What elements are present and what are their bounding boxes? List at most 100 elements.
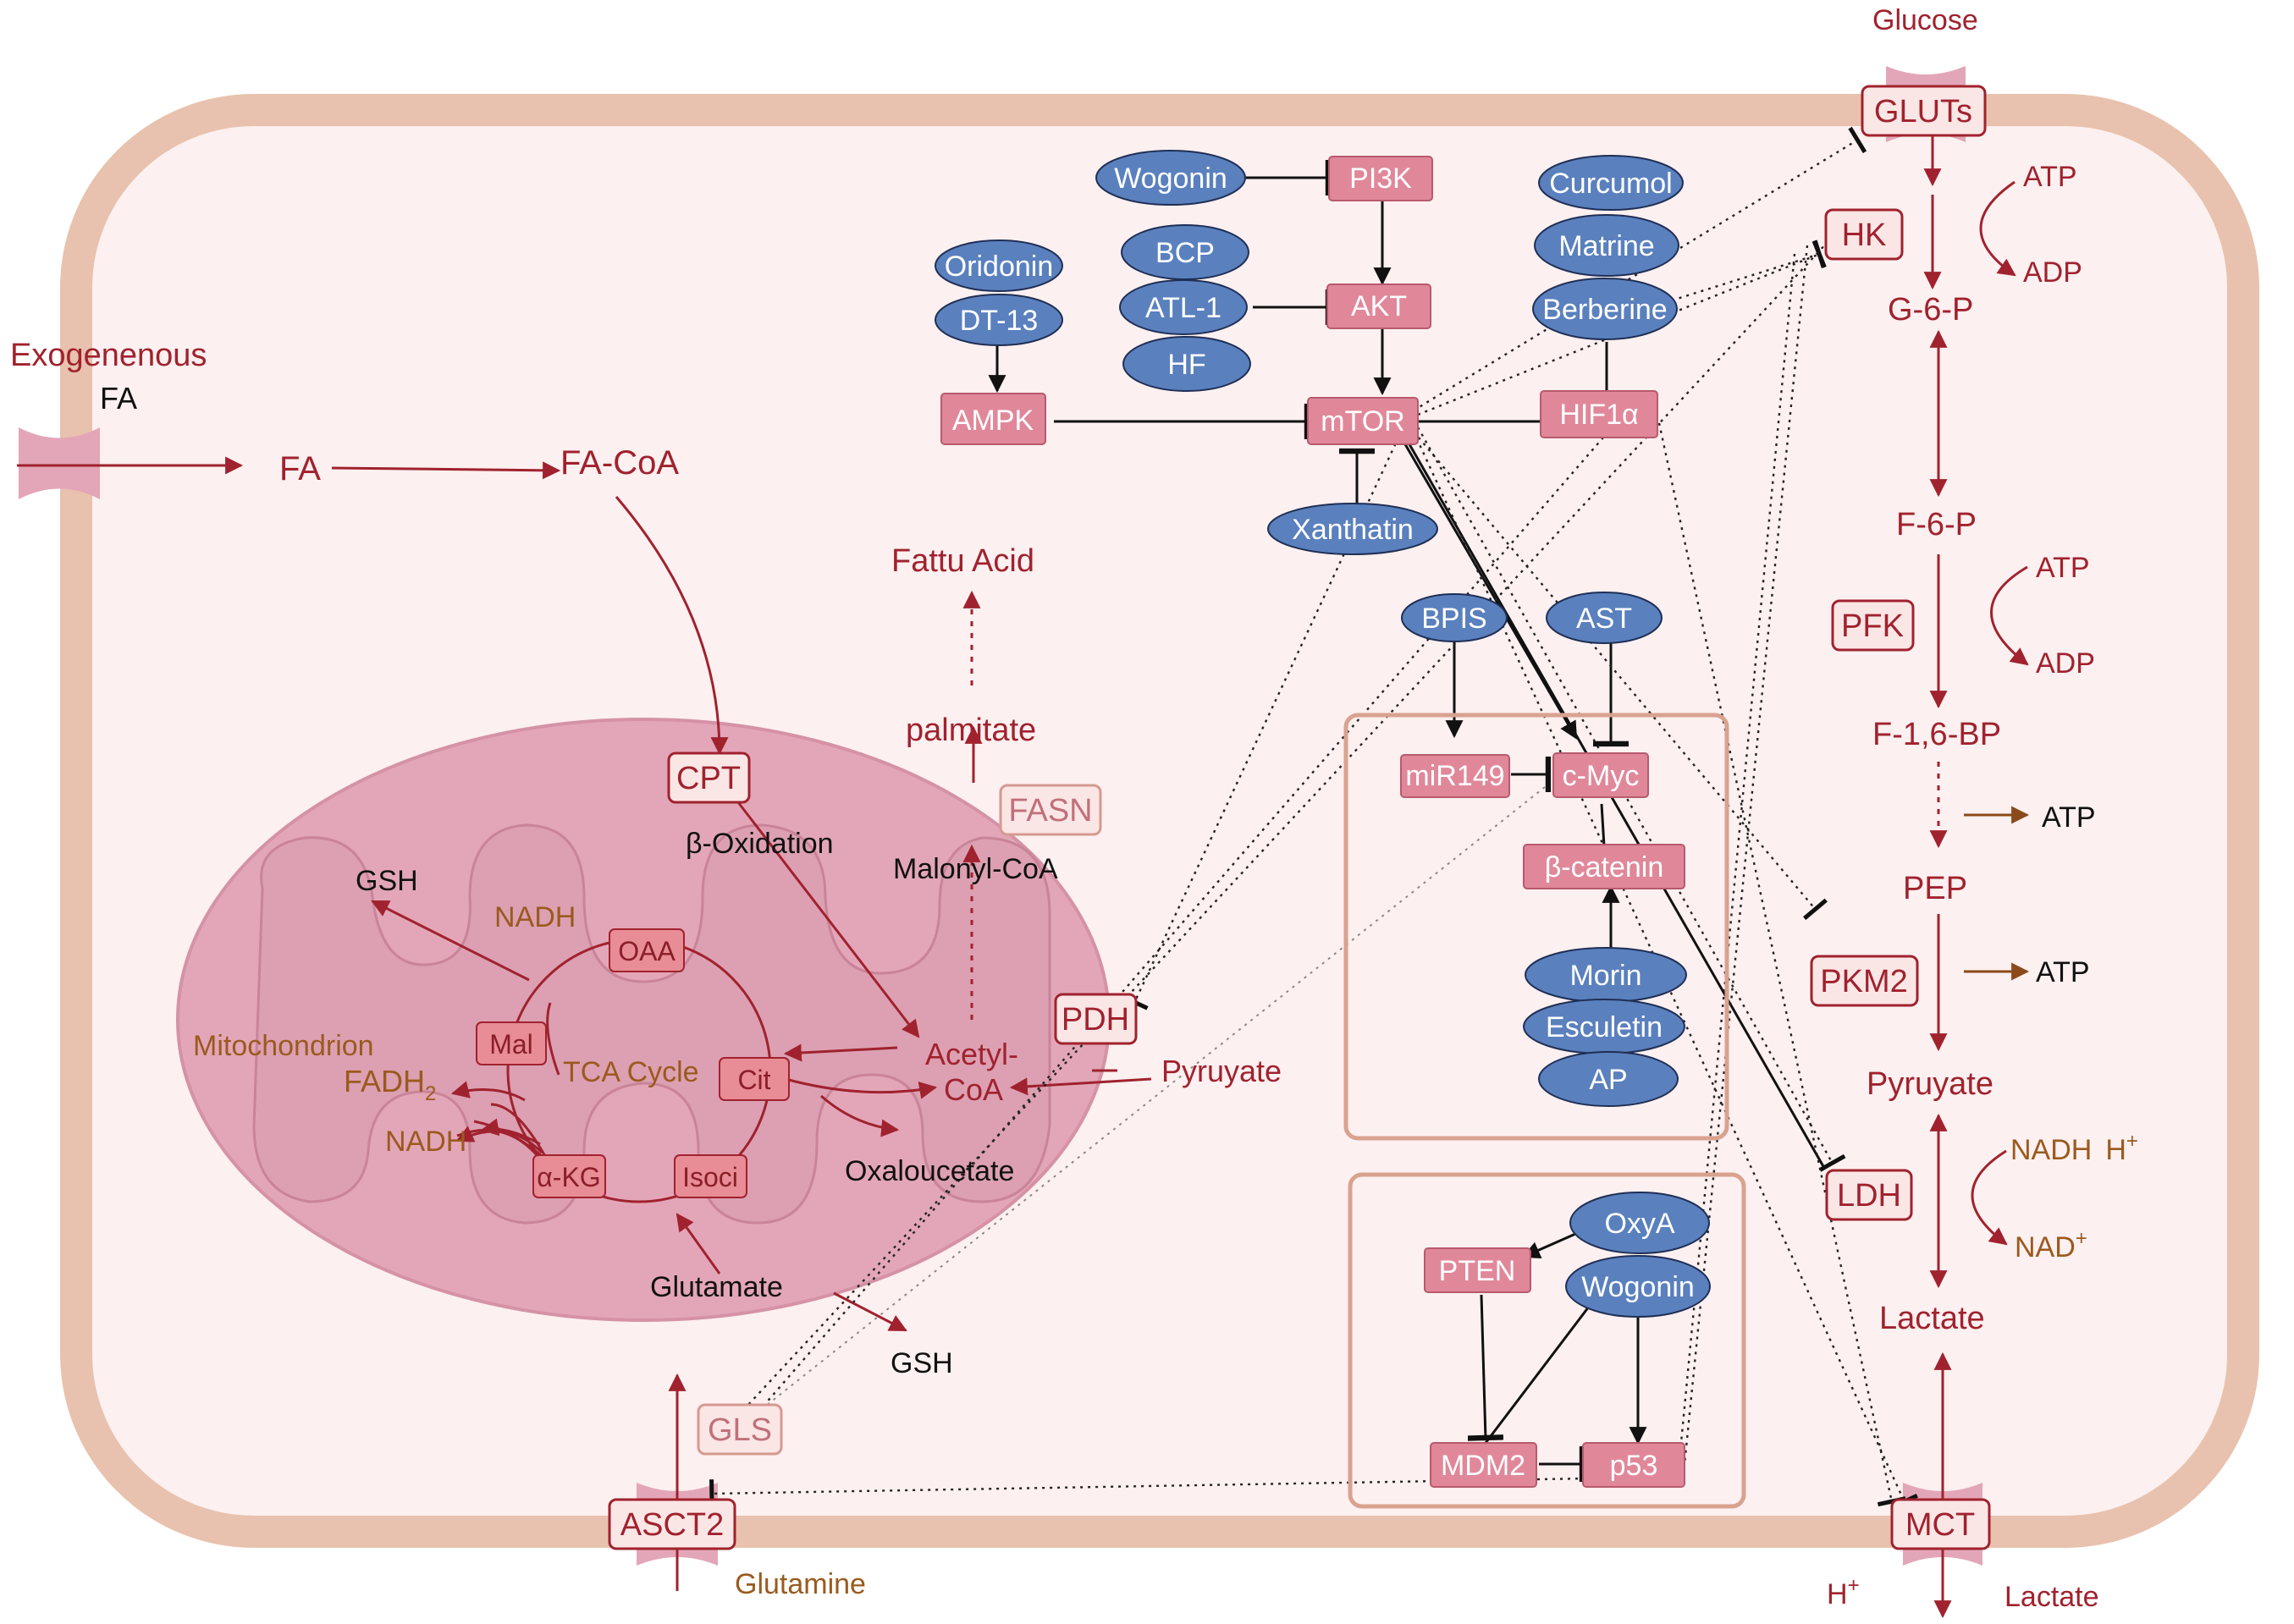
atp3-label: ATP xyxy=(2042,801,2096,834)
svg-text:LDH: LDH xyxy=(1837,1178,1901,1214)
svg-text:Oridonin: Oridonin xyxy=(945,250,1054,283)
curcumol-node: Curcumol xyxy=(1538,155,1684,211)
bpis-node: BPIS xyxy=(1401,593,1508,642)
ap-node: AP xyxy=(1538,1051,1679,1107)
svg-text:DT-13: DT-13 xyxy=(960,305,1039,337)
svg-text:Cit: Cit xyxy=(737,1065,770,1095)
palmitate-label: palmitate xyxy=(906,713,1036,748)
svg-text:mTOR: mTOR xyxy=(1321,405,1404,438)
tca-intermediates: OAA Mal Cit α-KG Isoci xyxy=(476,928,790,1198)
svg-text:Wogonin: Wogonin xyxy=(1581,1271,1695,1303)
svg-text:BCP: BCP xyxy=(1155,237,1215,269)
svg-text:PTEN: PTEN xyxy=(1439,1255,1516,1287)
wogonin-node: Wogonin xyxy=(1095,150,1246,206)
pkm2-node: PKM2 xyxy=(1810,955,1919,1007)
mtor-node: mTOR xyxy=(1307,397,1419,445)
glucose-label: Glucose xyxy=(1872,4,1978,36)
adp2-label: ADP xyxy=(2036,647,2095,680)
svg-text:Wogonin: Wogonin xyxy=(1114,162,1227,195)
svg-text:ATL-1: ATL-1 xyxy=(1145,292,1221,324)
svg-text:PFK: PFK xyxy=(1841,608,1904,644)
svg-text:FASN: FASN xyxy=(1008,793,1092,829)
p53-node: p53 xyxy=(1582,1442,1685,1488)
svg-text:Morin: Morin xyxy=(1569,960,1641,992)
pyruvate-label: Pyruyate xyxy=(1867,1066,1993,1102)
cpt-node: CPT xyxy=(667,751,751,804)
svg-text:PDH: PDH xyxy=(1062,1002,1129,1038)
svg-text:HF: HF xyxy=(1167,349,1205,381)
h-plus-out-label: H+ xyxy=(1827,1574,1860,1610)
svg-text:AST: AST xyxy=(1576,603,1632,635)
svg-text:GLS: GLS xyxy=(708,1412,772,1448)
glutamate-label: Glutamate xyxy=(650,1271,783,1303)
exogenous-label: Exogenenous xyxy=(10,338,207,373)
asct2-node: ASCT2 xyxy=(608,1498,736,1550)
svg-text:Curcumol: Curcumol xyxy=(1549,168,1672,200)
morin-node: Morin xyxy=(1525,947,1687,1003)
pdh-node: PDH xyxy=(1054,993,1138,1045)
bcp-node: BCP xyxy=(1121,224,1249,280)
acetyl-coa-label-2: CoA xyxy=(944,1072,1003,1107)
hf-node: HF xyxy=(1122,336,1251,392)
oridonin-node: Oridonin xyxy=(935,239,1063,292)
svg-text:BPIS: BPIS xyxy=(1421,603,1486,635)
beta-oxidation-label: β-Oxidation xyxy=(686,828,834,860)
glutamine-label: Glutamine xyxy=(735,1568,866,1600)
pi3k-node: PI3K xyxy=(1328,156,1433,201)
nad-label: NAD+ xyxy=(2015,1227,2087,1263)
gls-node: GLS xyxy=(697,1403,783,1456)
svg-text:OAA: OAA xyxy=(618,936,676,966)
gsh-mito-label: GSH xyxy=(356,865,418,897)
atp-arrows xyxy=(1964,806,2030,981)
svg-text:OxyA: OxyA xyxy=(1604,1208,1674,1240)
svg-text:AMPK: AMPK xyxy=(952,405,1034,437)
svg-text:MCT: MCT xyxy=(1905,1507,1975,1543)
gluts-node: GLUTs xyxy=(1861,85,1987,137)
fa-ext-label: FA xyxy=(100,381,137,416)
f16bp-label: F-1,6-BP xyxy=(1872,717,2001,752)
svg-text:miR149: miR149 xyxy=(1405,760,1504,792)
ldh-node: LDH xyxy=(1825,1169,1913,1221)
atp4-label: ATP xyxy=(2036,956,2090,988)
adp1-label: ADP xyxy=(2023,256,2082,289)
xanthatin-node: Xanthatin xyxy=(1267,503,1438,555)
oaa-node: OAA xyxy=(609,928,685,972)
berberine-node: Berberine xyxy=(1532,278,1678,340)
akg-node: α-KG xyxy=(532,1154,606,1198)
signaling-nodes: PI3K AKT mTOR AMPK HIF1α miR149 c-Myc β-… xyxy=(940,156,1685,1488)
isoci-node: Isoci xyxy=(674,1154,747,1198)
pfk-node: PFK xyxy=(1831,599,1915,652)
pten-node: PTEN xyxy=(1424,1247,1531,1293)
compound-nodes: Wogonin BCP ATL-1 HF Oridonin DT-13 Curc… xyxy=(935,150,1711,1318)
acetyl-coa-label-1: Acetyl- xyxy=(925,1037,1018,1071)
lactate-out-label: Lactate xyxy=(2004,1581,2099,1613)
svg-text:PKM2: PKM2 xyxy=(1820,964,1907,999)
enzyme-nodes: GLUTs HK PFK PKM2 LDH MCT CPT FASN xyxy=(608,85,1991,1550)
lactate-label: Lactate xyxy=(1879,1301,1985,1336)
matrine-node: Matrine xyxy=(1534,214,1679,277)
svg-text:AP: AP xyxy=(1589,1064,1627,1096)
pep-label: PEP xyxy=(1903,871,1967,906)
tca-cycle-label: TCA Cycle xyxy=(563,1056,699,1088)
svg-text:MDM2: MDM2 xyxy=(1441,1450,1525,1482)
svg-text:p53: p53 xyxy=(1610,1450,1658,1482)
svg-text:GLUTs: GLUTs xyxy=(1874,94,1972,129)
atp1-label: ATP xyxy=(2023,161,2077,193)
svg-text:PI3K: PI3K xyxy=(1349,162,1412,195)
svg-text:Matrine: Matrine xyxy=(1558,230,1654,262)
pathway-arrows xyxy=(17,135,2029,1619)
fasn-node: FASN xyxy=(999,784,1102,836)
malonyl-coa-label: Malonyl-CoA xyxy=(893,853,1058,885)
svg-text:Xanthatin: Xanthatin xyxy=(1292,514,1414,546)
svg-text:β-catenin: β-catenin xyxy=(1545,851,1664,884)
mir149-node: miR149 xyxy=(1400,754,1510,798)
cmyc-node: c-Myc xyxy=(1552,752,1649,798)
akt-node: AKT xyxy=(1326,284,1431,329)
svg-text:AKT: AKT xyxy=(1351,290,1407,322)
dt13-node: DT-13 xyxy=(935,294,1063,346)
oxaloacetate-label: Oxaloucetate xyxy=(845,1155,1014,1187)
f6p-label: F-6-P xyxy=(1896,507,1977,542)
svg-text:Esculetin: Esculetin xyxy=(1546,1011,1663,1043)
